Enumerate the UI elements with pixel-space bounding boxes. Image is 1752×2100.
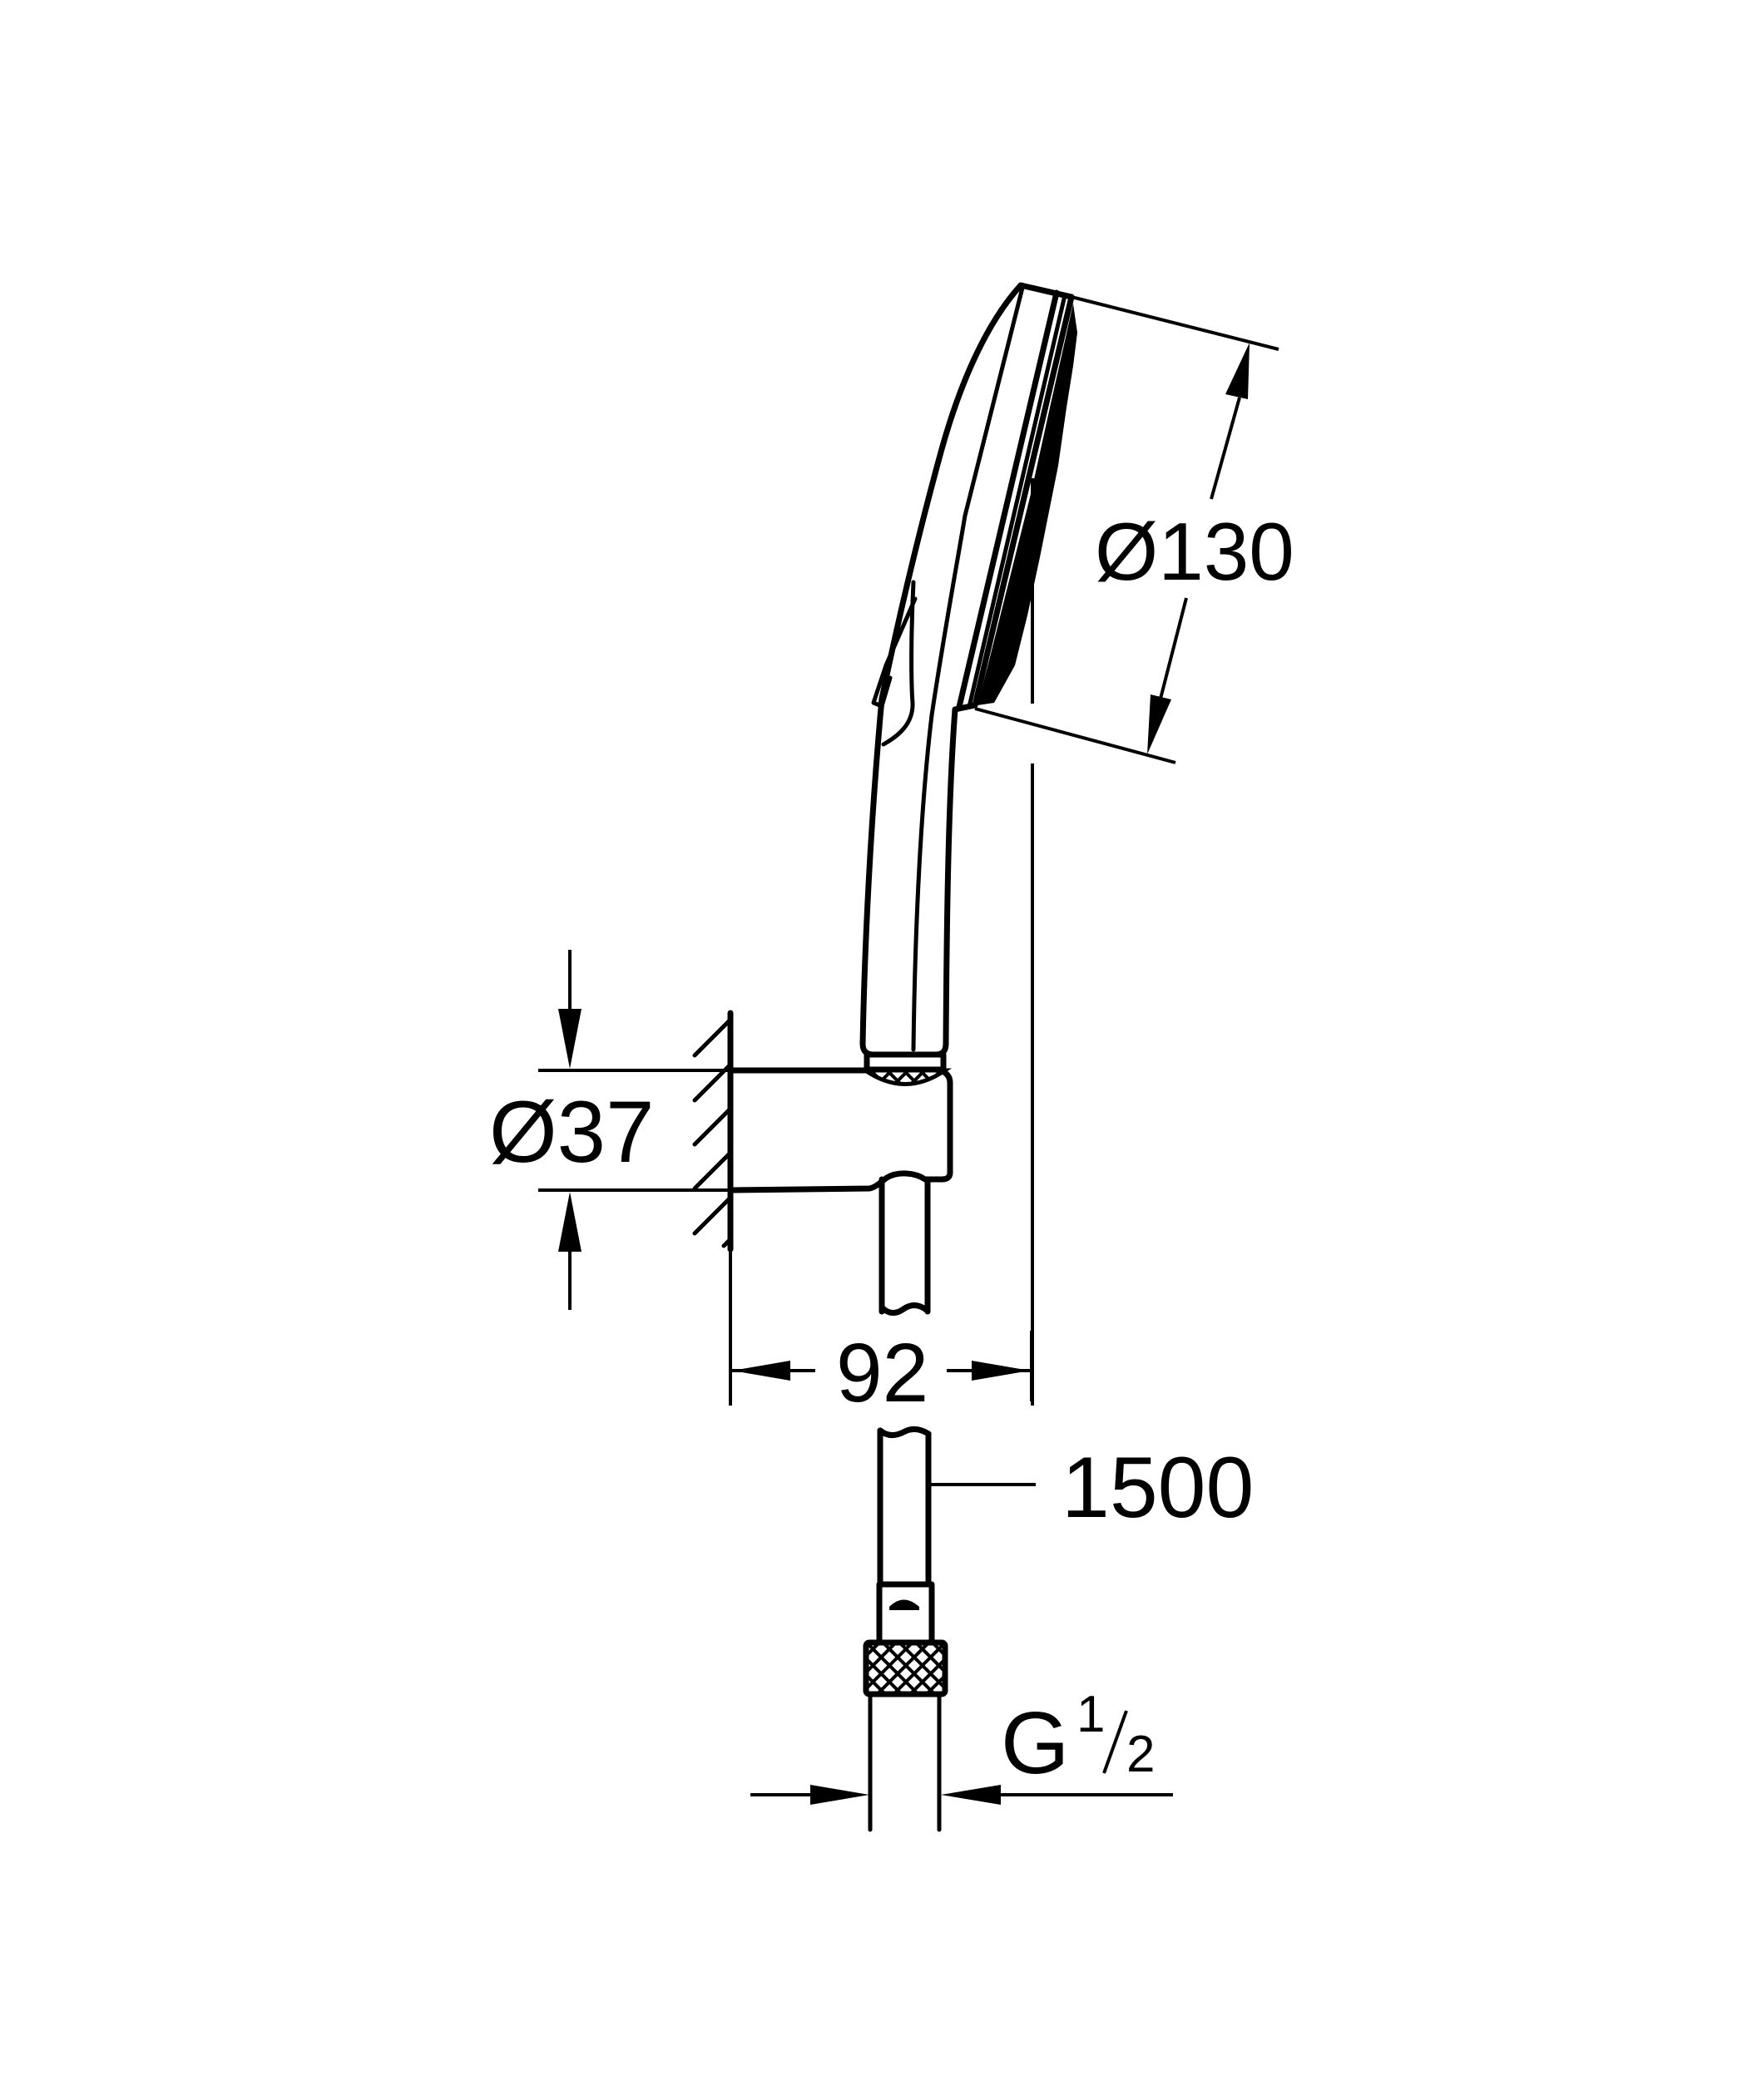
dimension-thread: G 1 2: [750, 1686, 1173, 1831]
holder-diameter-label: Ø37: [489, 1084, 654, 1181]
shower-handle: [859, 695, 958, 1073]
thread-prefix: G: [1001, 1694, 1069, 1792]
dimension-holder-diameter: Ø37: [489, 950, 730, 1310]
projection-label: 92: [836, 1327, 928, 1420]
hose-lower: [863, 1426, 948, 1832]
thread-denominator: 2: [1126, 1726, 1155, 1783]
hose-length-label: 1500: [1062, 1440, 1254, 1536]
dimension-hose-length: 1500: [930, 1440, 1254, 1536]
dimension-projection: 92: [732, 1327, 1033, 1420]
hose-upper: [878, 1176, 931, 1316]
thread-numerator: 1: [1076, 1686, 1105, 1743]
head-diameter-label: Ø130: [1095, 506, 1294, 597]
shower-head: [871, 282, 1077, 747]
wall-hatching: [692, 1017, 733, 1248]
dimension-head-diameter: Ø130: [974, 295, 1294, 764]
